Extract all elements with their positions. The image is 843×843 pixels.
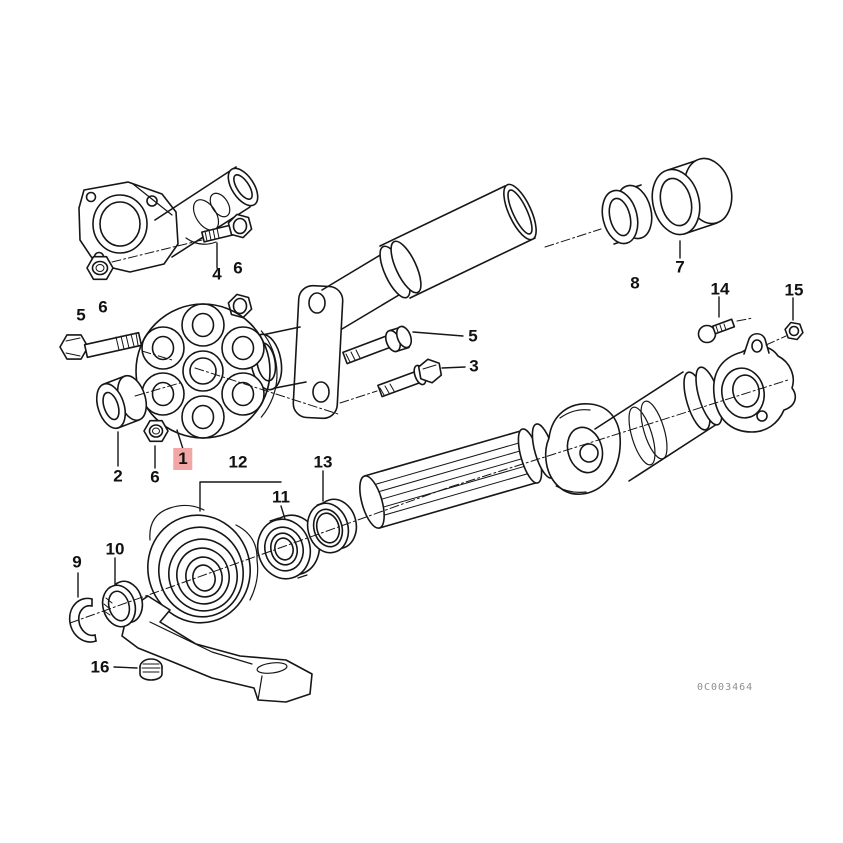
part-callout-13[interactable]: 13 — [313, 452, 333, 472]
center-bearing-drawing — [256, 514, 321, 580]
part-callout-16[interactable]: 16 — [90, 657, 110, 677]
part-callout-2[interactable]: 2 — [113, 466, 123, 486]
cap-nut-drawing — [139, 658, 163, 681]
part-callout-6[interactable]: 6 — [233, 258, 243, 278]
circlip-drawing — [68, 597, 97, 643]
leader-lines — [77, 240, 794, 669]
part-callout-4[interactable]: 4 — [212, 264, 222, 284]
part-callout-12[interactable]: 12 — [228, 452, 248, 472]
part-callout-8[interactable]: 8 — [630, 273, 640, 293]
part-callout-14[interactable]: 14 — [710, 279, 730, 299]
bolt-drawing — [201, 213, 253, 243]
part-callout-6[interactable]: 6 — [98, 297, 108, 317]
sleeve-ring-drawing — [601, 184, 653, 245]
center-lines — [69, 228, 789, 624]
part-callout-5[interactable]: 5 — [76, 305, 86, 325]
flex-disc-drawing — [135, 303, 278, 439]
watermark-code: 0C003464 — [697, 682, 754, 693]
rear-joint-flange-drawing — [712, 332, 797, 433]
dust-cover-drawing — [651, 157, 733, 236]
threaded-ring-drawing — [306, 498, 358, 554]
nut-drawing — [143, 419, 169, 443]
part-callout-15[interactable]: 15 — [784, 280, 804, 300]
bolt-drawing — [342, 325, 413, 365]
bolt-drawing — [59, 331, 143, 360]
part-callout-5[interactable]: 5 — [468, 326, 478, 346]
part-callout-3[interactable]: 3 — [469, 356, 479, 376]
center-mount-drawing — [121, 504, 313, 703]
part-callout-9[interactable]: 9 — [72, 552, 82, 572]
rear-shaft-drawing — [359, 366, 723, 529]
bolt-drawing — [697, 318, 736, 344]
front-flange-joint-drawing — [78, 166, 259, 273]
bolt-drawing — [377, 358, 443, 398]
ring-drawing — [101, 580, 144, 628]
part-callout-10[interactable]: 10 — [105, 539, 125, 559]
part-callout-1[interactable]: 1 — [173, 448, 193, 470]
part-callout-6[interactable]: 6 — [150, 467, 160, 487]
nut-drawing — [784, 321, 804, 341]
centering-bushing-drawing — [95, 374, 148, 430]
nut-drawing — [86, 255, 114, 281]
front-shaft-drawing — [249, 183, 537, 420]
part-callout-7[interactable]: 7 — [675, 257, 685, 277]
part-callout-11[interactable]: 11 — [272, 487, 290, 507]
